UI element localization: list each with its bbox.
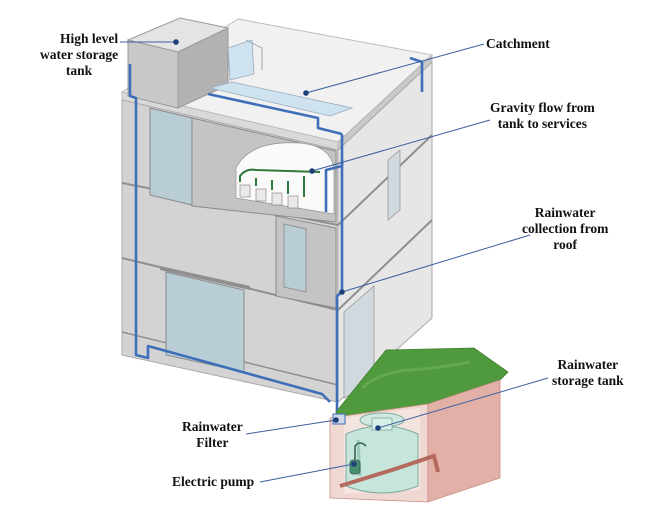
window-ground-frame — [160, 266, 250, 290]
leader-gravity-flow — [311, 119, 491, 172]
leader-rainwater-storage — [377, 377, 549, 429]
pipe-roof-right — [409, 56, 424, 92]
leader-lines — [120, 39, 549, 483]
window-mid-glass — [283, 223, 307, 293]
label-rainwater-collection: Rainwater collection from roof — [522, 205, 608, 253]
pipe-roof-gutter — [207, 92, 343, 136]
label-rainwater-filter-line1: Rainwater — [182, 419, 243, 434]
leader-rainwater-collection — [341, 234, 531, 293]
window-top-left — [149, 107, 193, 206]
label-catchment-text: Catchment — [486, 36, 550, 51]
label-high-level-tank-line1: High level — [59, 31, 119, 46]
label-rainwater-filter: Rainwater Filter — [182, 419, 243, 451]
label-gravity-flow-line2: tank to services — [497, 116, 587, 131]
pipe-rainwater-down — [335, 160, 344, 408]
pipe-gravity-flow — [324, 134, 344, 212]
label-rainwater-collection-line1: Rainwater — [534, 205, 596, 220]
label-electric-pump: Electric pump — [172, 474, 254, 490]
side-slab-2 — [337, 219, 433, 311]
window-ground-large — [165, 271, 245, 373]
building — [120, 17, 434, 404]
leader-rainwater-filter — [245, 419, 337, 435]
soil-side — [427, 379, 501, 503]
label-rainwater-collection-line3: roof — [553, 237, 578, 252]
leader-electric-pump — [259, 463, 355, 483]
label-rainwater-storage-line1: Rainwater — [557, 357, 619, 372]
label-rainwater-collection-line2: collection from — [522, 221, 609, 236]
label-rainwater-filter-line2: Filter — [196, 435, 229, 450]
label-high-level-tank-line2: water storage — [40, 47, 119, 62]
label-electric-pump-text: Electric pump — [172, 474, 255, 489]
roof-catchment — [209, 39, 354, 117]
overflow-pipe — [339, 453, 440, 488]
label-rainwater-storage-line2: storage tank — [552, 373, 624, 388]
rainwater-storage-tank — [345, 412, 419, 494]
label-gravity-flow-line1: Gravity flow from — [490, 100, 595, 115]
label-gravity-flow: Gravity flow from tank to services — [490, 100, 595, 132]
rainwater-filter — [332, 413, 346, 425]
side-window-top — [387, 149, 401, 221]
label-high-level-tank: High level water storage tank — [40, 31, 118, 79]
bathroom-interior — [235, 142, 335, 215]
pipes — [128, 56, 424, 420]
leader-catchment — [305, 43, 485, 94]
label-catchment: Catchment — [486, 36, 550, 52]
label-high-level-tank-line3: tank — [65, 63, 93, 78]
label-rainwater-storage: Rainwater storage tank — [552, 357, 624, 389]
side-slab-1 — [337, 134, 433, 226]
pipe-supply-riser — [128, 64, 331, 403]
underground-section — [329, 347, 509, 503]
